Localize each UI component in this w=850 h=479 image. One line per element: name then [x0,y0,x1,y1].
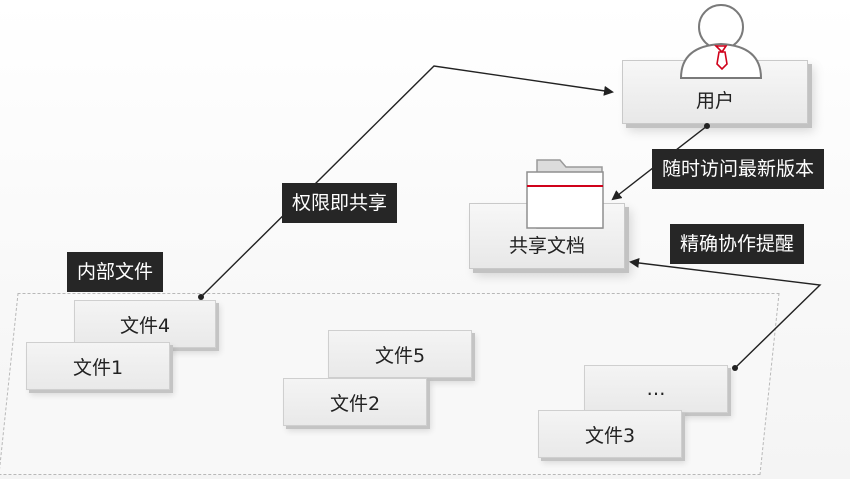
shared-doc-label: 共享文档 [508,235,585,257]
internal-files-label: 内部文件 [67,252,164,292]
permission-share-label: 权限即共享 [282,183,398,223]
user-avatar-icon [679,4,763,79]
file-card-1[interactable]: 文件1 [26,342,170,390]
permission-connector [198,65,614,300]
precise-reminder-label: 精确协作提醒 [670,224,805,264]
file-label: … [646,378,666,400]
reminder-connector [629,258,822,371]
file-label: 文件5 [374,344,426,367]
file-label: 文件3 [584,424,636,447]
file-card-3[interactable]: 文件3 [538,410,682,458]
file-card-more[interactable]: … [584,365,728,413]
file-label: 文件2 [329,392,381,415]
file-label: 文件1 [72,356,124,379]
file-card-5[interactable]: 文件5 [328,330,472,378]
folder-icon [526,159,604,229]
file-label: 文件4 [119,314,171,337]
file-card-2[interactable]: 文件2 [283,378,427,426]
anytime-access-label: 随时访问最新版本 [652,149,825,189]
user-label: 用户 [695,90,734,112]
file-card-4[interactable]: 文件4 [74,300,216,348]
